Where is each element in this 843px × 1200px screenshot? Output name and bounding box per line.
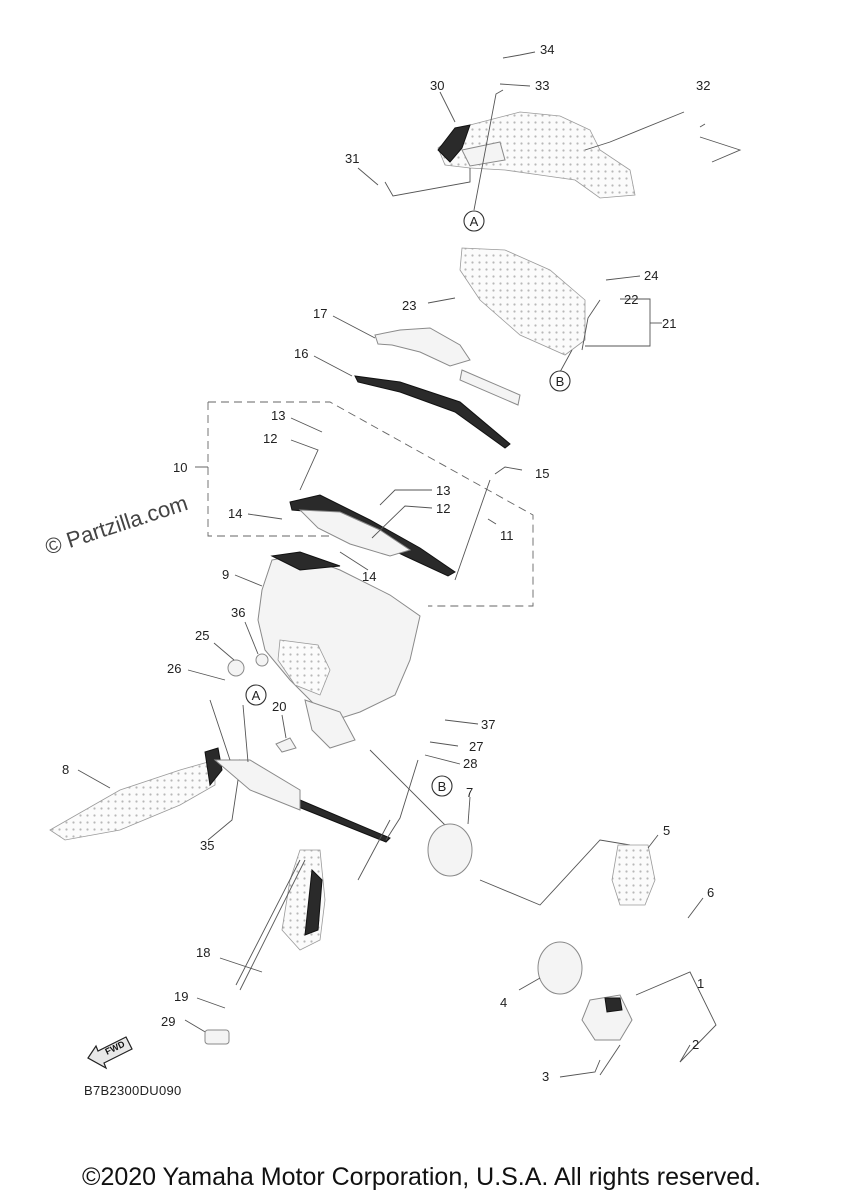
rail-part [354, 369, 521, 449]
bracket-part [374, 327, 471, 367]
callout-13-lower: 13 [436, 483, 450, 498]
svg-text:B: B [438, 779, 447, 794]
callout-5: 5 [663, 823, 670, 838]
callout-2: 2 [692, 1037, 699, 1052]
copyright-notice: ©2020 Yamaha Motor Corporation, U.S.A. A… [82, 1163, 761, 1191]
callout-35: 35 [200, 838, 214, 853]
callout-9: 9 [222, 567, 229, 582]
ref-circle-a-bottom: A [245, 684, 267, 706]
housing-part [257, 551, 421, 749]
callout-14-right: 14 [362, 569, 376, 584]
screen-part [289, 494, 456, 577]
callout-12-lower: 12 [436, 501, 450, 516]
ref-circle-a-top: A [463, 210, 485, 232]
callout-19: 19 [174, 989, 188, 1004]
top-cover-part [437, 111, 636, 199]
connector-part [611, 844, 656, 906]
callout-27: 27 [469, 739, 483, 754]
ref-circle-b-bottom: B [431, 775, 453, 797]
callout-33: 33 [535, 78, 549, 93]
callout-21: 21 [662, 316, 676, 331]
callout-4: 4 [500, 995, 507, 1010]
callout-12-upper: 12 [263, 431, 277, 446]
ref-circle-b-top: B [549, 370, 571, 392]
callout-13-upper: 13 [271, 408, 285, 423]
callout-25: 25 [195, 628, 209, 643]
callout-32: 32 [696, 78, 710, 93]
bolt-part [204, 1029, 230, 1045]
mirror-base-part [427, 823, 473, 877]
front-cover-part [459, 247, 586, 356]
callout-14-left: 14 [228, 506, 242, 521]
callout-28: 28 [463, 756, 477, 771]
collar-part [255, 653, 269, 667]
callout-34: 34 [540, 42, 554, 57]
callout-23: 23 [402, 298, 416, 313]
callout-15: 15 [535, 466, 549, 481]
callout-20: 20 [272, 699, 286, 714]
callout-37: 37 [481, 717, 495, 732]
callout-16: 16 [294, 346, 308, 361]
callout-8: 8 [62, 762, 69, 777]
callout-7: 7 [466, 785, 473, 800]
grommet-part [227, 659, 245, 677]
callout-11: 11 [500, 528, 514, 543]
callout-31: 31 [345, 151, 359, 166]
callout-17: 17 [313, 306, 327, 321]
callout-18: 18 [196, 945, 210, 960]
callout-26: 26 [167, 661, 181, 676]
callout-24: 24 [644, 268, 658, 283]
mirror-stem-part [581, 994, 633, 1041]
callout-30: 30 [430, 78, 444, 93]
screw-part [275, 737, 297, 753]
callout-labels: 34 33 30 32 31 24 22 21 23 17 16 13 12 1… [62, 42, 714, 1084]
svg-text:A: A [252, 688, 261, 703]
stay-part [49, 747, 391, 843]
diagram-code: B7B2300DU090 [84, 1083, 182, 1098]
callout-29: 29 [161, 1014, 175, 1029]
svg-text:B: B [556, 374, 565, 389]
mirror-glass-part [537, 941, 583, 995]
forward-arrow-icon: FWD [87, 1036, 133, 1070]
callout-10: 10 [173, 460, 187, 475]
callout-36: 36 [231, 605, 245, 620]
lower-bracket-part [281, 849, 326, 951]
callout-6: 6 [707, 885, 714, 900]
svg-text:A: A [470, 214, 479, 229]
callout-22: 22 [624, 292, 638, 307]
callout-1: 1 [697, 976, 704, 991]
callout-3: 3 [542, 1069, 549, 1084]
